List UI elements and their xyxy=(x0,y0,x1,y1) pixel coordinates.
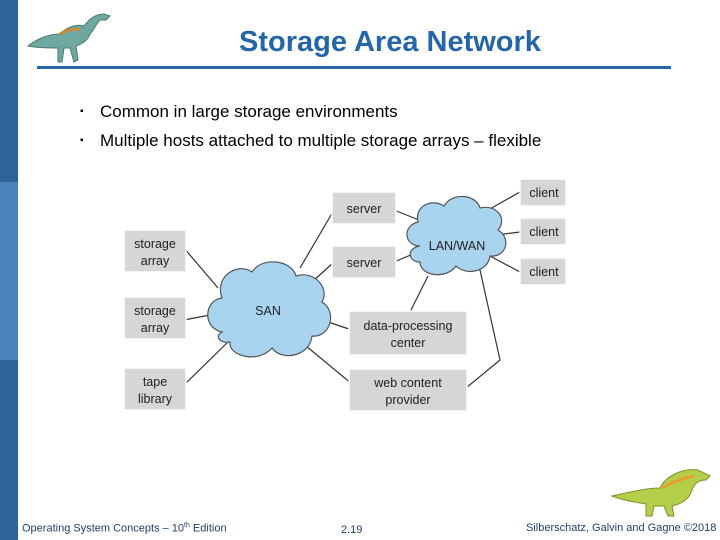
lan-wan-label: LAN/WAN xyxy=(429,239,486,253)
san-label: SAN xyxy=(255,304,281,318)
box-label-line1: storage xyxy=(134,237,176,251)
sidebar-band-highlight xyxy=(0,182,18,360)
footer-book-title-text: Operating System Concepts – 10 xyxy=(22,522,185,535)
client-label: client xyxy=(529,186,559,200)
dinosaur-bottom-right-image xyxy=(610,469,711,517)
server-box: server xyxy=(331,245,397,279)
footer-edition-superscript: th xyxy=(184,522,190,529)
box-label-line2: array xyxy=(141,254,170,268)
box-label-line2: array xyxy=(141,321,170,335)
box-label-line2: library xyxy=(138,392,173,406)
client-box: client xyxy=(519,257,567,286)
bullet-item: ▪ Multiple hosts attached to multiple sto… xyxy=(80,131,541,151)
box-label-line1: web content xyxy=(373,376,442,390)
server-box: server xyxy=(331,191,397,225)
box-label-line1: data-processing xyxy=(364,319,453,333)
lan-wan-cloud xyxy=(406,195,507,276)
footer-copyright: Silberschatz, Galvin and Gagne ©2018 xyxy=(526,522,717,534)
data-processing-center-box: data-processing center xyxy=(348,310,468,356)
storage-array-box: storage array xyxy=(123,229,187,273)
client-label: client xyxy=(529,225,559,239)
dinosaur-top-left-image xyxy=(26,13,111,63)
box-label-line1: storage xyxy=(134,304,176,318)
tape-library-box: tape library xyxy=(123,367,187,411)
server-label: server xyxy=(347,202,382,216)
footer-book-title: Operating System Concepts – 10th Edition xyxy=(22,522,227,535)
bullet-text: Multiple hosts attached to multiple stor… xyxy=(100,131,542,150)
box-label-line2: provider xyxy=(385,393,430,407)
bullet-square-icon: ▪ xyxy=(80,135,84,146)
bullet-text: Common in large storage environments xyxy=(100,102,398,121)
box-label-line1: tape xyxy=(143,375,167,389)
slide-title: Storage Area Network xyxy=(239,26,541,58)
title-underline xyxy=(37,66,671,69)
client-box: client xyxy=(519,178,567,207)
san-cloud xyxy=(207,261,332,358)
footer-page-number: 2.19 xyxy=(341,524,363,536)
bullet-square-icon: ▪ xyxy=(80,106,84,117)
bullet-item: ▪ Common in large storage environments xyxy=(80,102,398,122)
storage-array-box: storage array xyxy=(123,296,187,340)
client-label: client xyxy=(529,265,559,279)
footer-book-title-suffix: Edition xyxy=(189,522,227,535)
web-content-provider-box: web content provider xyxy=(348,368,468,412)
client-box: client xyxy=(519,217,567,246)
box-label-line2: center xyxy=(391,336,426,350)
server-label: server xyxy=(347,256,382,270)
